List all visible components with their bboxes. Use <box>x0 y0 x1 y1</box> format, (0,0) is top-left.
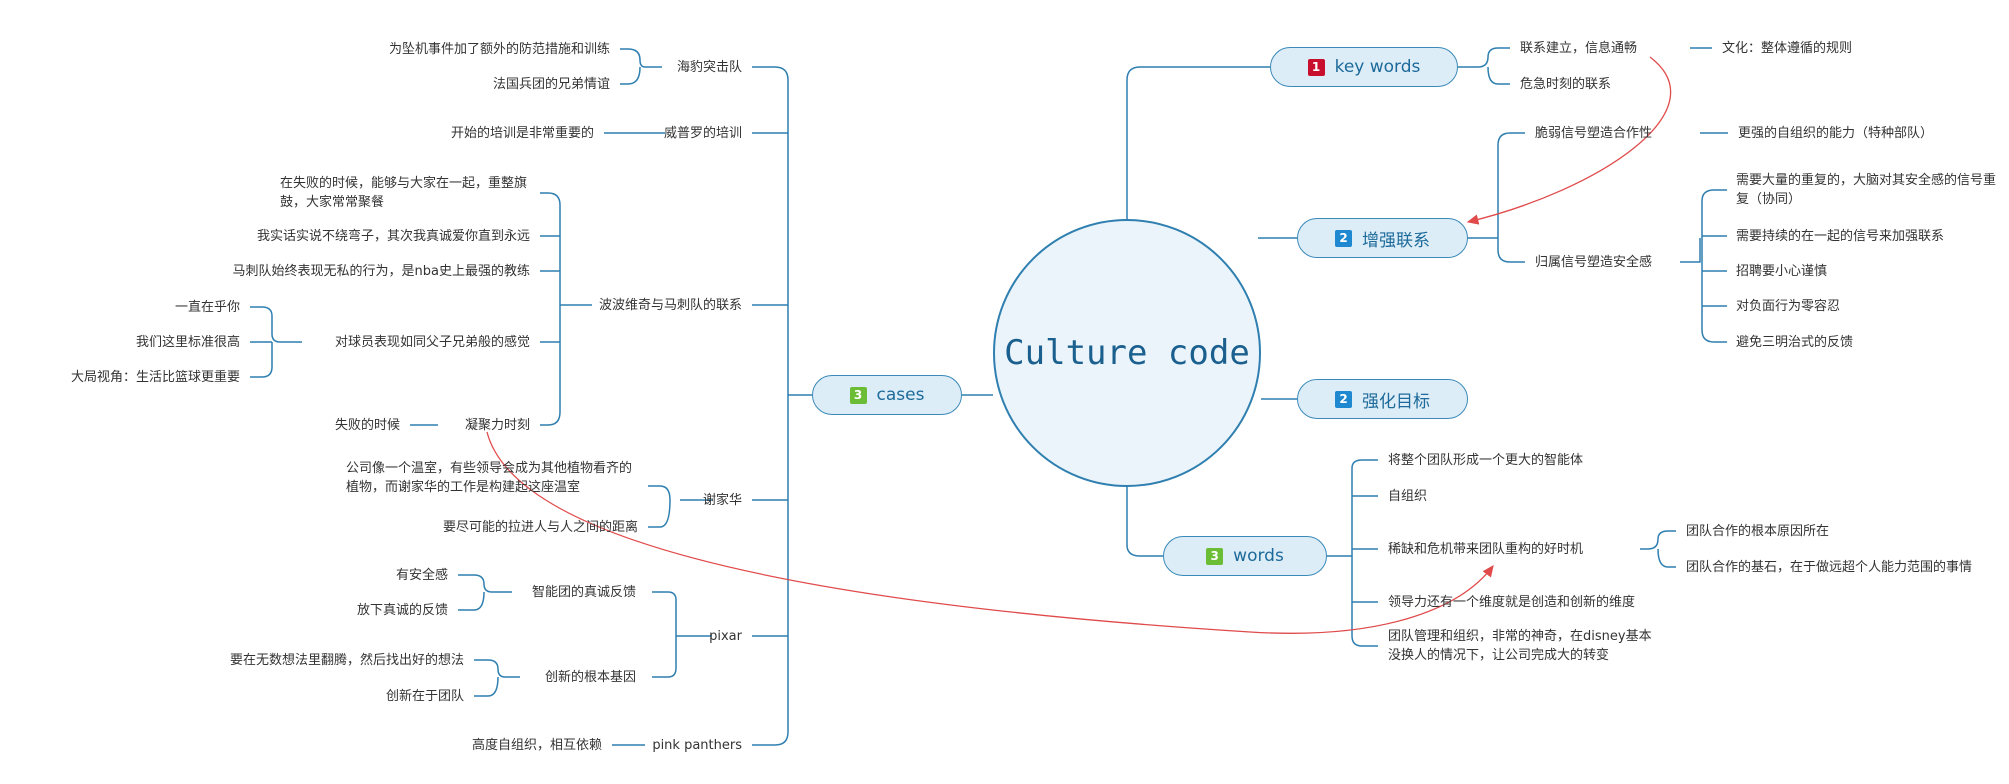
priority-2-icon: 2 <box>1335 390 1352 408</box>
subtopic-cs-seal[interactable]: 海豹突击队 <box>676 60 742 75</box>
branch-label: words <box>1233 546 1284 566</box>
link-p5 <box>540 411 561 426</box>
subtopic-cs-tony-hsieh[interactable]: 谢家华 <box>702 493 742 508</box>
subtopic-wd-disney[interactable]: 团队管理和组织，非常的神奇，在disney基本没换人的情况下，让公司完成大的转变 <box>1388 629 1652 663</box>
subtopic-cs-seal-training[interactable]: 为坠机事件加了额外的防范措施和训练 <box>388 42 610 57</box>
link-px1a <box>458 574 512 593</box>
link-cs-pink <box>752 731 789 746</box>
link-center-words <box>1126 487 1163 557</box>
link-px1b <box>458 591 485 611</box>
subtopic-cs-pixar-safety[interactable]: 有安全感 <box>395 568 448 583</box>
subtopic-cs-pixar-gene[interactable]: 创新的根本基因 <box>544 670 636 685</box>
priority-3-icon: 3 <box>849 386 867 404</box>
subtopic-st-together[interactable]: 需要持续的在一起的信号来加强联系 <box>1736 229 1945 244</box>
link-px1 <box>652 591 677 601</box>
subtopic-wd-cornerstone[interactable]: 团队合作的基石，在于做远超个人能力范围的事情 <box>1686 560 1973 575</box>
subtopic-cs-pixar-ideas[interactable]: 要在无数想法里翻腾，然后找出好的想法 <box>229 653 464 668</box>
subtopic-kw-link-built[interactable]: 联系建立，信息通畅 <box>1520 41 1638 56</box>
link-wd-w3b <box>1657 548 1676 568</box>
subtopic-st-belong-signal[interactable]: 归属信号塑造安全感 <box>1535 255 1653 270</box>
subtopic-wd-leadership[interactable]: 领导力还有一个维度就是创造和创新的维度 <box>1388 595 1636 610</box>
subtopic-cs-wipro[interactable]: 威普罗的培训 <box>663 126 742 141</box>
subtopic-kw-crisis-link[interactable]: 危急时刻的联系 <box>1520 77 1612 92</box>
link-x2 <box>648 499 671 528</box>
subtopic-cs-popo-selfless[interactable]: 马刺队始终表现无私的行为，是nba史上最强的教练 <box>232 264 530 279</box>
subtopic-cs-cohesion-failure[interactable]: 失败的时候 <box>334 418 400 433</box>
subtopic-st-no-sandwich[interactable]: 避免三明治式的反馈 <box>1736 335 1854 350</box>
subtopic-cs-popo-bigpicture[interactable]: 大局视角：生活比篮球更重要 <box>70 370 240 385</box>
branch-label: 强化目标 <box>1362 391 1430 412</box>
link-wd-w5 <box>1351 635 1378 647</box>
link-p4c <box>250 342 273 378</box>
priority-1-icon: 1 <box>1307 58 1325 76</box>
subtopic-cs-pixar-honest-feedback[interactable]: 放下真诚的反馈 <box>356 603 448 618</box>
subtopic-cs-pixar[interactable]: pixar <box>709 629 742 644</box>
branch-label: 增强联系 <box>1362 230 1430 251</box>
subtopic-cs-pink-panthers[interactable]: pink panthers <box>652 738 742 753</box>
branch-label: key words <box>1334 57 1421 77</box>
subtopic-cs-popovich[interactable]: 波波维奇与马刺队的联系 <box>598 298 742 313</box>
relation-arrow-cohesion-crisis <box>486 431 1494 634</box>
branch-strengthen-target[interactable]: 2 强化目标 <box>1297 379 1468 419</box>
link-seal2 <box>620 66 641 85</box>
link-x1 <box>648 485 671 501</box>
link-st-belong-bridge <box>1680 238 1701 263</box>
branch-label: cases <box>876 385 925 405</box>
link-st-belong <box>1497 238 1525 263</box>
priority-2-icon: 2 <box>1335 229 1352 247</box>
link-kw-a <box>1458 47 1510 68</box>
subtopic-cs-pixar-feedback[interactable]: 智能团的真诚反馈 <box>531 585 636 600</box>
link-p4a <box>250 306 302 343</box>
subtopic-cs-greenhouse[interactable]: 公司像一个温室，有些领导会成为其他植物看齐的植物，而谢家华的工作是构建起这座温室 <box>346 461 633 495</box>
subtopic-cs-wipro-training[interactable]: 开始的培训是非常重要的 <box>450 126 594 141</box>
relation-arrow-keywords-strengthen <box>1466 56 1672 225</box>
link-kw-b <box>1487 66 1510 85</box>
link-cs-seal <box>752 66 789 81</box>
branch-key-words[interactable]: 1 key words <box>1270 47 1458 87</box>
subtopic-wd-smart-team[interactable]: 将整个团队形成一个更大的智能体 <box>1388 453 1584 468</box>
link-px2a <box>474 659 520 678</box>
branch-strengthen-connection[interactable]: 2 增强联系 <box>1297 218 1468 258</box>
link-px2 <box>652 600 677 678</box>
link-wd-w3a <box>1640 530 1676 550</box>
central-topic[interactable]: Culture code <box>993 219 1261 487</box>
subtopic-cs-popo-honest[interactable]: 我实话实说不绕弯子，其次我真诚爱你直到永远 <box>256 229 530 244</box>
link-p1 <box>540 192 561 206</box>
subtopic-st-weak-signal[interactable]: 脆弱信号塑造合作性 <box>1535 126 1653 141</box>
subtopic-cs-closer[interactable]: 要尽可能的拉进人与人之间的距离 <box>442 520 638 535</box>
branch-words[interactable]: 3 words <box>1163 536 1327 576</box>
subtopic-cs-cohesion[interactable]: 凝聚力时刻 <box>464 418 530 433</box>
link-px2b <box>474 676 499 697</box>
subtopic-wd-crisis[interactable]: 稀缺和危机带来团队重构的好时机 <box>1388 542 1584 557</box>
link-wd-w1 <box>1351 459 1378 469</box>
subtopic-kw-culture-rules[interactable]: 文化：整体遵循的规则 <box>1722 41 1853 56</box>
subtopic-wd-root-cause[interactable]: 团队合作的根本原因所在 <box>1686 524 1830 539</box>
subtopic-cs-popo-regroup[interactable]: 在失败的时候，能够与大家在一起，重整旗鼓，大家常常聚餐 <box>280 176 528 210</box>
subtopic-st-repeat[interactable]: 需要大量的重复的，大脑对其安全感的信号重复（协同） <box>1736 173 1997 207</box>
subtopic-st-zero-tolerance[interactable]: 对负面行为零容忍 <box>1736 299 1841 314</box>
subtopic-cs-seal-brotherhood[interactable]: 法国兵团的兄弟情谊 <box>492 77 610 92</box>
link-st-b1 <box>1701 189 1727 202</box>
branch-cases[interactable]: 3 cases <box>812 375 962 415</box>
subtopic-cs-pink-selforg[interactable]: 高度自组织，相互依赖 <box>471 738 602 753</box>
subtopic-wd-self-org[interactable]: 自组织 <box>1388 489 1428 504</box>
link-seal1 <box>620 48 662 68</box>
subtopic-st-self-org[interactable]: 更强的自组织的能力（特种部队） <box>1738 126 1934 141</box>
subtopic-st-hiring[interactable]: 招聘要小心谨慎 <box>1736 264 1828 279</box>
central-topic-title: Culture code <box>1004 333 1250 373</box>
link-st-weak <box>1497 132 1525 238</box>
link-center-keywords <box>1126 66 1270 219</box>
subtopic-cs-popo-standard[interactable]: 我们这里标准很高 <box>135 335 240 350</box>
subtopic-cs-pixar-team[interactable]: 创新在于团队 <box>385 689 464 704</box>
priority-3-icon: 3 <box>1206 547 1224 565</box>
subtopic-cs-popo-family[interactable]: 对球员表现如同父子兄弟般的感觉 <box>334 335 530 350</box>
subtopic-cs-popo-care[interactable]: 一直在乎你 <box>174 300 240 315</box>
link-st-b-trunk <box>1701 201 1727 343</box>
